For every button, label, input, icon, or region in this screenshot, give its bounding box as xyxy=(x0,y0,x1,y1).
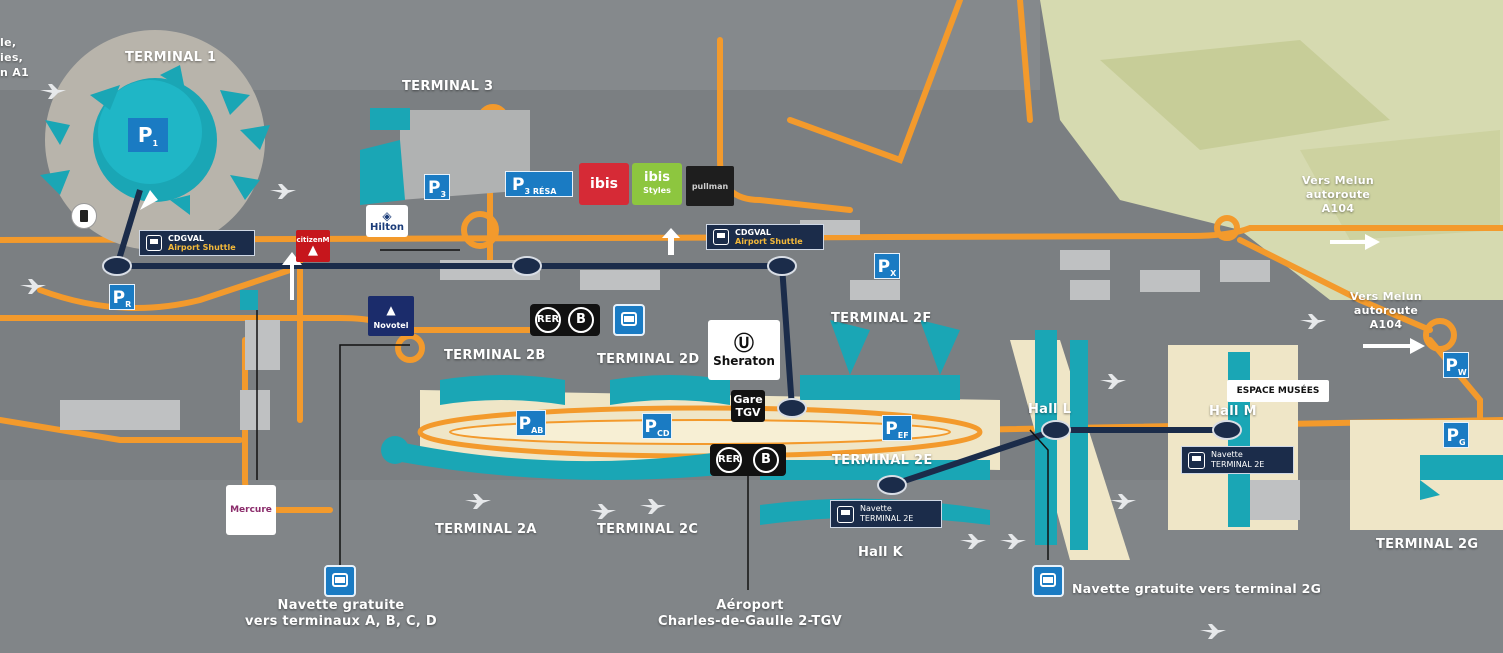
rer-icon: RER xyxy=(716,447,742,473)
gare-tgv-sign[interactable]: Gare TGV xyxy=(731,390,765,422)
left-edge-text: le, xyxy=(0,36,17,49)
terminal-1-label[interactable]: TERMINAL 1 xyxy=(125,50,217,65)
terminal-2c-label[interactable]: TERMINAL 2C xyxy=(597,522,699,537)
espace-musees-sign[interactable]: ESPACE MUSÉES xyxy=(1227,380,1329,402)
parking-p3[interactable]: P3 xyxy=(424,174,450,200)
hilton-hotel[interactable]: ◈Hilton xyxy=(366,205,408,237)
ibis-hotel[interactable]: ibis xyxy=(579,163,629,205)
parking-pg[interactable]: PG xyxy=(1443,422,1469,448)
parking-pw[interactable]: PW xyxy=(1443,352,1469,378)
shuttle-icon xyxy=(713,229,729,245)
terminal-2b-label[interactable]: TERMINAL 2B xyxy=(444,348,546,363)
parking-pr[interactable]: PR xyxy=(109,284,135,310)
terminal-2d-label[interactable]: TERMINAL 2D xyxy=(597,352,700,367)
field-area xyxy=(1300,130,1500,240)
terminal-2e-label[interactable]: TERMINAL 2E xyxy=(832,453,933,468)
bus-icon[interactable] xyxy=(324,565,356,597)
line-b-icon: B xyxy=(568,307,594,333)
left-edge-text: ies, xyxy=(0,51,24,64)
terminal-3-label[interactable]: TERMINAL 3 xyxy=(402,79,494,94)
line-b-icon: B xyxy=(753,447,779,473)
terminal-2g-label[interactable]: TERMINAL 2G xyxy=(1376,537,1479,552)
terminal-2a-label[interactable]: TERMINAL 2A xyxy=(435,522,537,537)
bus-icon[interactable] xyxy=(613,304,645,336)
parking-p1[interactable]: P1 xyxy=(128,118,168,152)
left-edge-text: n A1 xyxy=(0,66,30,79)
parking-p3-resa[interactable]: P3 RÉSA xyxy=(505,171,573,197)
novotel-hotel[interactable]: ▲Novotel xyxy=(368,296,414,336)
terminal-2f-label[interactable]: TERMINAL 2F xyxy=(831,311,932,326)
parking-px[interactable]: PX xyxy=(874,253,900,279)
navette-2g-label: Navette gratuite vers terminal 2G xyxy=(1072,581,1322,596)
field-area xyxy=(1100,40,1390,150)
bus-icon[interactable] xyxy=(1032,565,1064,597)
rer-icon: RER xyxy=(535,307,561,333)
mercure-hotel[interactable]: Mercure xyxy=(226,485,276,535)
citizenm-hotel[interactable]: citizenM▲ xyxy=(296,230,330,262)
parking-pef[interactable]: PEF xyxy=(882,415,912,441)
fuel-icon xyxy=(71,203,97,229)
shuttle-icon xyxy=(837,505,854,523)
parking-pcd[interactable]: PCD xyxy=(642,413,672,439)
parking-pab[interactable]: PAB xyxy=(516,410,546,436)
hall-k-label[interactable]: Hall K xyxy=(858,545,903,560)
airplane-icon xyxy=(20,84,1326,639)
hall-m-label[interactable]: Hall M xyxy=(1209,404,1257,419)
pullman-hotel[interactable]: pullman xyxy=(686,166,734,206)
hall-l-label[interactable]: Hall L xyxy=(1028,402,1072,417)
shuttle-icon xyxy=(146,235,162,251)
shuttle-icon xyxy=(1188,451,1205,469)
